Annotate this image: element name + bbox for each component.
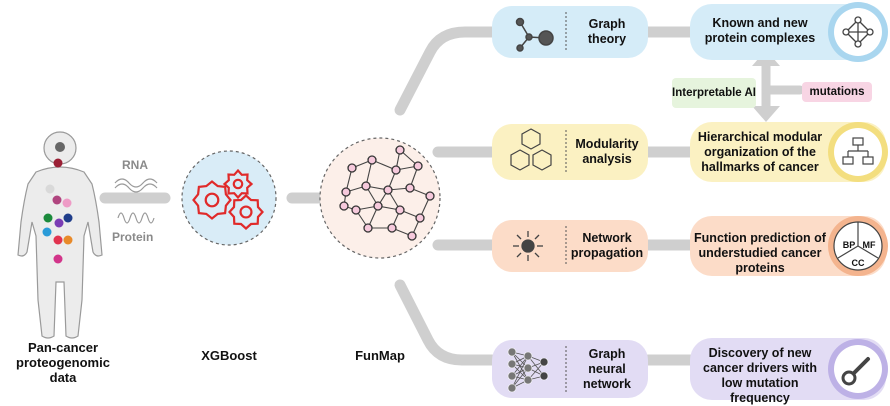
xgboost-caption: XGBoost xyxy=(201,348,257,363)
network-node xyxy=(395,145,405,155)
nn-node xyxy=(507,383,517,393)
network-node xyxy=(373,201,383,211)
connector-lines xyxy=(99,26,696,366)
nn-node xyxy=(539,357,549,367)
nn-node xyxy=(539,371,549,381)
protein-icon xyxy=(117,212,155,224)
interpretable-ai-tag: Interpretable AI xyxy=(672,78,756,108)
outcome-box-hierarchy xyxy=(690,122,888,182)
network-node xyxy=(367,155,377,165)
nn-node xyxy=(507,359,517,369)
go-mf-label: MF xyxy=(862,240,876,250)
network-node xyxy=(405,183,415,193)
protein-label: Protein xyxy=(112,230,154,244)
human-body-icon xyxy=(17,131,103,339)
network-node xyxy=(425,191,435,201)
network-node xyxy=(383,185,393,195)
go-bp-label: BP xyxy=(842,240,856,250)
outcome-label-function: Function prediction of understudied canc… xyxy=(694,231,826,275)
method-box-modularity xyxy=(492,124,648,180)
rna-label: RNA xyxy=(122,158,148,172)
go-cc-label: CC xyxy=(851,258,865,268)
network-node xyxy=(413,161,423,171)
gear-hole xyxy=(239,205,253,219)
network-node xyxy=(391,165,401,175)
network-node xyxy=(415,213,425,223)
outcome-label-drivers: Discovery of new cancer drivers with low… xyxy=(703,346,817,405)
funmap-caption: FunMap xyxy=(355,348,405,363)
gear-hole xyxy=(232,178,244,190)
outcome-label-complexes: Known and new protein complexes xyxy=(704,16,816,45)
method-box-graph-theory xyxy=(492,6,648,58)
outcome-box-function xyxy=(690,216,888,276)
method-label-propagation: Network propagation xyxy=(570,231,644,260)
network-node xyxy=(363,223,373,233)
network-node xyxy=(339,201,349,211)
gear-shape xyxy=(192,180,232,220)
nn-node xyxy=(507,347,517,357)
nn-edge xyxy=(511,355,529,389)
nn-node xyxy=(523,351,533,361)
network-graph-icon xyxy=(339,145,435,241)
outcome-box-drivers xyxy=(690,338,888,400)
method-label-gnn: Graph neural network xyxy=(583,347,631,391)
gear-hole xyxy=(204,192,220,208)
nn-node xyxy=(507,371,517,381)
hierarchy-icon xyxy=(842,137,874,165)
method-label-modularity: Modularity analysis xyxy=(575,137,639,166)
go-terms-icon xyxy=(837,222,879,259)
network-node xyxy=(407,231,417,241)
gear-shape xyxy=(228,194,264,230)
rna-icon xyxy=(114,178,158,193)
method-box-propagation xyxy=(492,220,648,272)
method-label-graph-theory: Graph theory xyxy=(587,17,627,46)
network-node xyxy=(347,163,357,173)
outcome-box-complexes xyxy=(690,2,888,62)
network-node xyxy=(395,205,405,215)
gear-shape xyxy=(222,168,254,200)
feedback-arrows xyxy=(761,55,805,117)
mutations-tag: mutations xyxy=(802,82,872,102)
key-icon xyxy=(841,357,870,386)
gears-icon xyxy=(192,168,264,230)
nn-node xyxy=(523,375,533,385)
nn-node xyxy=(523,363,533,373)
complex-graph-icon xyxy=(842,16,874,48)
hexagons-icon xyxy=(510,128,552,171)
graph-theory-icon xyxy=(515,17,554,52)
outcome-label-hierarchy: Hierarchical modular organization of the… xyxy=(697,130,823,174)
funmap-circle xyxy=(319,137,441,259)
neural-network-icon xyxy=(507,347,549,393)
method-box-gnn xyxy=(492,340,648,398)
body-caption: Pan-cancer proteogenomic data xyxy=(16,340,110,385)
propagation-icon xyxy=(513,231,543,261)
network-node xyxy=(387,223,397,233)
network-node xyxy=(341,187,351,197)
network-node xyxy=(361,181,371,191)
network-node xyxy=(351,205,361,215)
